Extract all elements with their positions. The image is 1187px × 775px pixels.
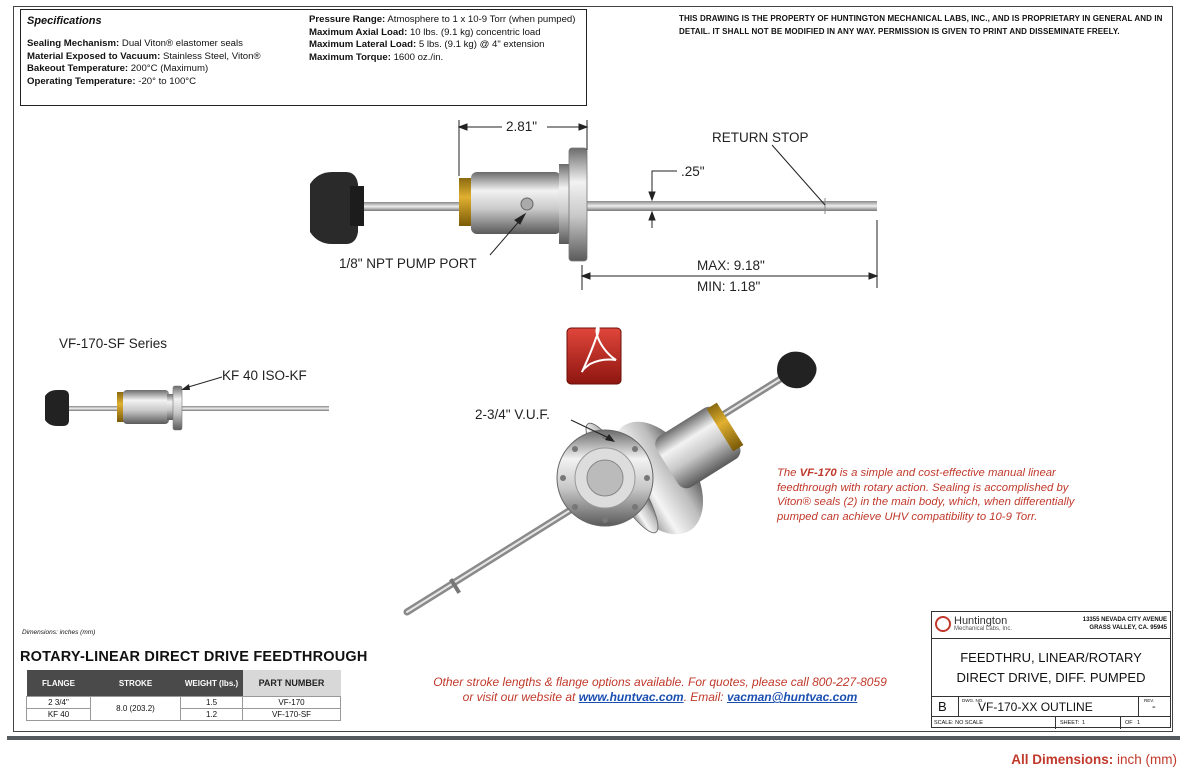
drawing-number: VF-170-XX OUTLINE xyxy=(978,700,1093,714)
specs-right: Pressure Range: Atmosphere to 1 x 10-9 T… xyxy=(309,14,576,63)
specifications-box: Specifications Sealing Mechanism: Dual V… xyxy=(20,9,587,106)
company-name: Huntington xyxy=(954,615,1008,627)
scale: SCALE: NO SCALE xyxy=(934,720,983,726)
table-row: KF 40 1.2 VF-170-SF xyxy=(26,708,341,721)
dim-2-81: 2.81" xyxy=(506,119,538,134)
kf40-label: KF 40 ISO-KF xyxy=(222,368,307,383)
huntington-logo-icon xyxy=(935,616,951,632)
vuf-label: 2-3/4" V.U.F. xyxy=(475,407,550,422)
technical-drawing xyxy=(45,120,879,616)
specifications-heading: Specifications xyxy=(27,15,102,27)
max-stroke-label: MAX: 9.18" xyxy=(697,258,765,273)
col-stroke: STROKE xyxy=(90,670,181,697)
company-address: 13355 NEVADA CITY AVENUE GRASS VALLEY, C… xyxy=(1082,617,1167,631)
pump-port-label: 1/8" NPT PUMP PORT xyxy=(339,256,477,271)
dim-0-25: .25" xyxy=(681,164,705,179)
min-stroke-label: MIN: 1.18" xyxy=(697,279,761,294)
vf170-sf-series-view xyxy=(45,376,329,431)
sheet-number: 1 xyxy=(1082,720,1086,726)
sheet-total: 1 xyxy=(1137,720,1141,726)
col-part-number: PART NUMBER xyxy=(242,670,341,697)
specs-left: Sealing Mechanism: Dual Viton® elastomer… xyxy=(27,38,261,87)
series-title: VF-170-SF Series xyxy=(59,336,168,351)
drawing-title: FEEDTHRU, LINEAR/ROTARY DIRECT DRIVE, DI… xyxy=(956,650,1146,685)
product-title: ROTARY-LINEAR DIRECT DRIVE FEEDTHROUGH xyxy=(20,649,368,665)
table-row: 2 3/4" 8.0 (203.2) 1.5 VF-170 xyxy=(26,696,341,721)
feedthrough-side-view xyxy=(310,147,877,262)
drawing-border xyxy=(13,6,1173,732)
size-b: B xyxy=(938,699,947,714)
email-link[interactable]: vacman@huntvac.com xyxy=(726,690,858,704)
product-description: The VF-170 is a simple and cost-effectiv… xyxy=(777,467,1075,523)
col-weight: WEIGHT (lbs.) xyxy=(180,670,243,697)
dimensions-note: Dimensions: inches (mm) xyxy=(22,629,96,636)
property-notice: THIS DRAWING IS THE PROPERTY OF HUNTINGT… xyxy=(679,14,1163,36)
company-sub: Mechanical Labs, Inc. xyxy=(954,626,1013,632)
dimension-lines xyxy=(457,120,879,290)
parts-table: FLANGE STROKE WEIGHT (lbs.) PART NUMBER … xyxy=(26,670,341,721)
title-block: Huntington Mechanical Labs, Inc. 13355 N… xyxy=(931,611,1171,729)
drawing-sheet: Specifications Sealing Mechanism: Dual V… xyxy=(7,0,1180,740)
contact-info: Other stroke lengths & flange options av… xyxy=(433,675,887,704)
all-dimensions-footer: All Dimensions: inch (mm) xyxy=(1011,752,1177,767)
website-link[interactable]: www.huntvac.com xyxy=(578,690,684,704)
feedthrough-isometric-view xyxy=(403,351,817,616)
col-flange: FLANGE xyxy=(26,670,91,697)
revision: - xyxy=(1152,701,1156,713)
return-stop-label: RETURN STOP xyxy=(712,130,809,145)
pdf-icon[interactable] xyxy=(566,324,622,385)
